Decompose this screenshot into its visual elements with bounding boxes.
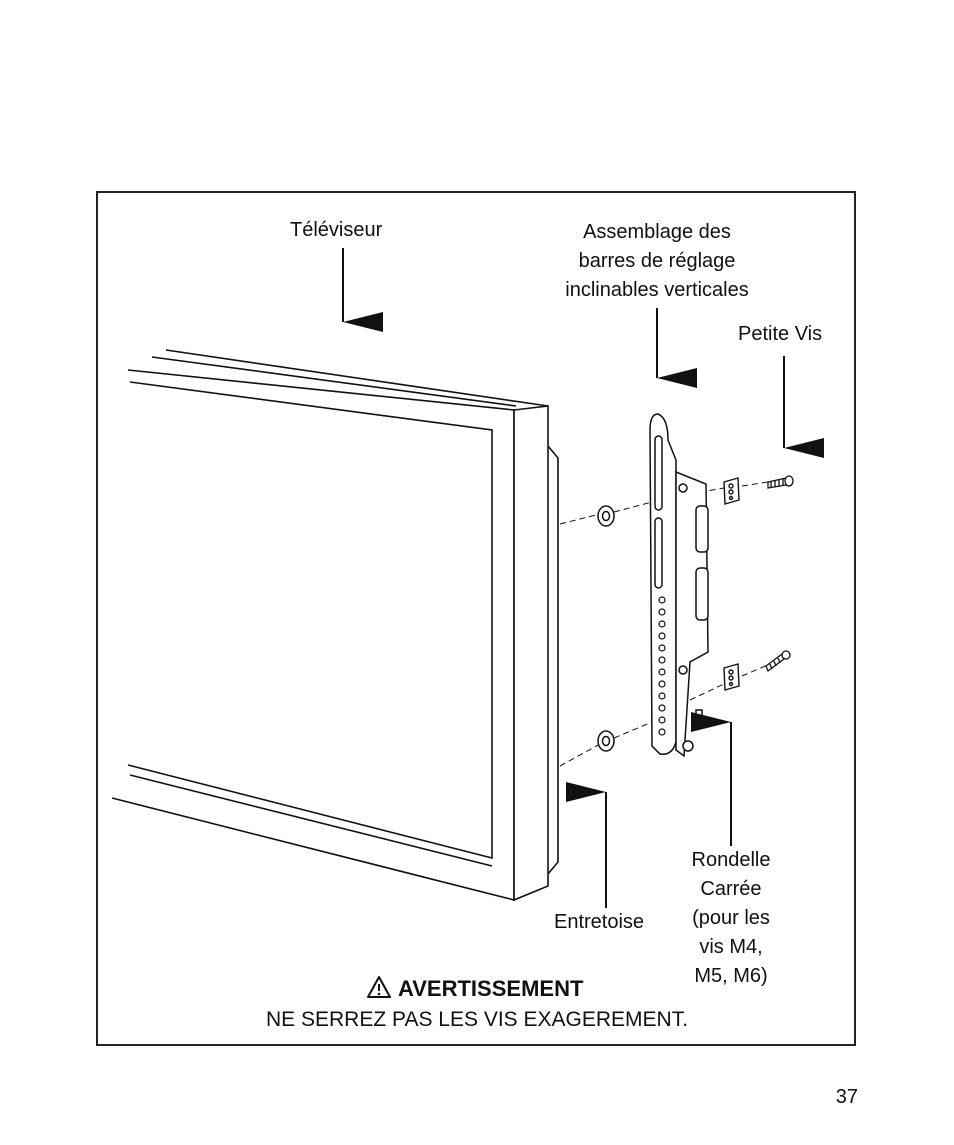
screw-bottom xyxy=(765,650,791,673)
label-spacer: Entretoise xyxy=(554,911,645,933)
callout-arrows xyxy=(342,248,824,908)
tilt-bar-assembly xyxy=(649,413,709,758)
label-washer: Rondelle Carrée (pour les vis M4, M5, M6… xyxy=(691,849,771,987)
screw-top xyxy=(767,475,794,489)
diagram-frame xyxy=(96,191,856,1046)
square-washer-bottom xyxy=(723,663,740,691)
tilt-bar-holes xyxy=(658,596,666,736)
page-number: 37 xyxy=(835,1086,858,1108)
label-screw: Petite Vis xyxy=(738,323,823,345)
spacer-top xyxy=(597,505,615,527)
square-washer-top xyxy=(723,477,740,505)
label-tv: Téléviseur xyxy=(290,219,383,241)
spacer-bottom xyxy=(597,730,615,752)
warning-title: AVERTISSEMENT xyxy=(366,975,583,1002)
warning-triangle-icon xyxy=(367,976,391,998)
label-tilt-bars: Assemblage des barres de réglage inclina… xyxy=(565,221,749,301)
warning-title-text: AVERTISSEMENT xyxy=(398,976,584,1001)
television xyxy=(111,349,559,902)
warning-text: NE SERREZ PAS LES VIS EXAGEREMENT. xyxy=(265,1008,689,1031)
